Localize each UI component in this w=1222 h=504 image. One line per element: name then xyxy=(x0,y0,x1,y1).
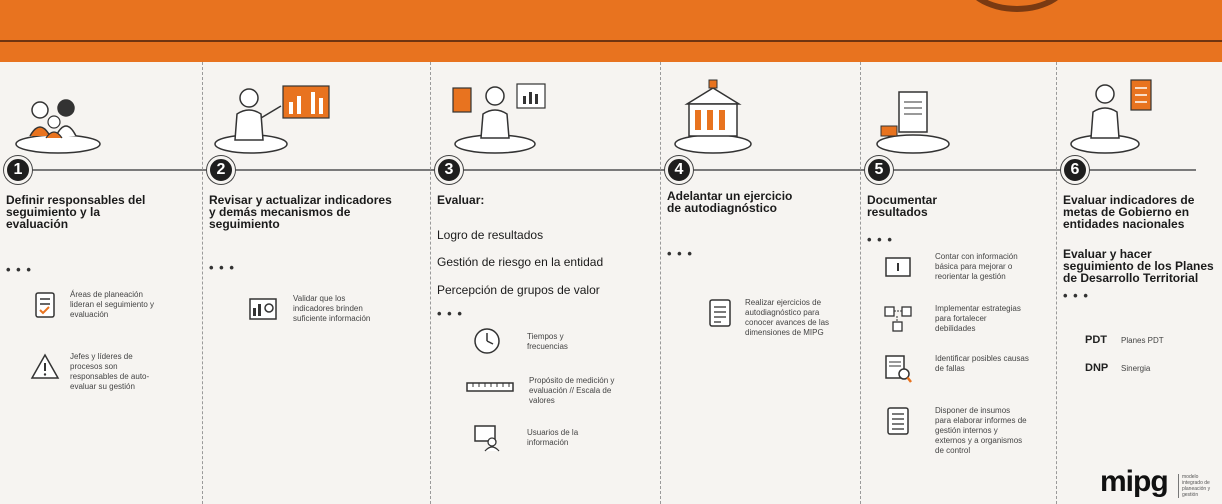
magnifier-doc-icon xyxy=(885,355,912,383)
building-illustration xyxy=(674,79,752,154)
step-6: 6 Evaluar indicadores de metas de Gobier… xyxy=(1056,62,1222,504)
item-text: Validar que los indicadores brinden sufi… xyxy=(293,294,371,323)
dots-separator: • • • xyxy=(209,260,235,275)
executive-checklist-illustration xyxy=(1070,79,1152,154)
item-text: Propósito de medición y evaluación // Es… xyxy=(529,376,615,405)
list-item: Propósito de medición y evaluación // Es… xyxy=(465,372,655,406)
list-item: Contar con información básica para mejor… xyxy=(883,252,1053,282)
ruler-icon xyxy=(466,382,514,392)
list-item: Realizar ejercicios de autodiagnóstico p… xyxy=(705,298,855,338)
abbreviation-row: PDT Planes PDT xyxy=(1085,334,1164,346)
step-subtitle: Evaluar y hacer seguimiento de los Plane… xyxy=(1063,247,1214,285)
abbreviation-value: Planes PDT xyxy=(1121,336,1164,345)
header-band xyxy=(0,0,1222,62)
step-1: 1 Definir responsables del seguimiento y… xyxy=(0,62,202,504)
list-item: Implementar estrategias para fortalecer … xyxy=(883,304,1053,334)
list-item: Disponer de insumos para elaborar inform… xyxy=(883,406,1053,456)
step-number-badge: 5 xyxy=(865,156,893,184)
dots-separator: • • • xyxy=(867,232,893,247)
evaluate-subitem: Percepción de grupos de valor xyxy=(437,283,600,297)
step-number-badge: 6 xyxy=(1061,156,1089,184)
info-board-icon xyxy=(885,257,911,277)
warning-hand-icon xyxy=(30,353,60,379)
list-item: Validar que los indicadores brinden sufi… xyxy=(243,294,423,324)
item-text: Tiempos y frecuencias xyxy=(527,332,568,351)
item-text: Implementar estrategias para fortalecer … xyxy=(935,304,1021,333)
item-text: Disponer de insumos para elaborar inform… xyxy=(935,406,1027,455)
step-number-badge: 1 xyxy=(4,156,32,184)
dots-separator: • • • xyxy=(437,306,463,321)
step-4: 4 Adelantar un ejercicio de autodiagnóst… xyxy=(660,62,860,504)
checklist-icon xyxy=(35,292,55,318)
item-text: Áreas de planeación lideran el seguimien… xyxy=(70,290,155,319)
dashboard-icon xyxy=(249,298,277,320)
mipg-logo: mipg xyxy=(1100,465,1169,498)
item-text: Contar con información básica para mejor… xyxy=(935,252,1018,281)
step-title: Evaluar indicadores de metas de Gobierno… xyxy=(1063,193,1195,231)
item-text: Realizar ejercicios de autodiagnóstico p… xyxy=(745,298,830,337)
abbreviation-key: DNP xyxy=(1085,362,1109,374)
process-timeline xyxy=(16,169,1196,171)
step-number-badge: 3 xyxy=(435,156,463,184)
form-icon xyxy=(709,299,731,327)
abbreviation-value: Sinergia xyxy=(1121,364,1151,373)
step-title: Adelantar un ejercicio de autodiagnóstic… xyxy=(667,189,793,215)
step-title: Definir responsables del seguimiento y l… xyxy=(6,193,146,231)
step-2: 2 Revisar y actualizar indicadores y dem… xyxy=(202,62,430,504)
documents-illustration xyxy=(876,91,950,154)
abbreviation-key: PDT xyxy=(1085,334,1107,346)
clock-icon xyxy=(474,328,500,354)
step-5: 5 Documentar resultados • • • Contar con… xyxy=(860,62,1056,504)
step-number-badge: 4 xyxy=(665,156,693,184)
presenter-chart-illustration xyxy=(214,85,330,154)
step-title: Documentar resultados xyxy=(867,193,938,219)
list-item: Tiempos y frecuencias xyxy=(469,326,649,356)
header-rule xyxy=(0,40,1222,42)
dots-separator: • • • xyxy=(667,246,693,261)
item-text: Usuarios de la información xyxy=(527,428,579,447)
users-screen-icon xyxy=(474,425,500,452)
analyst-screens-illustration xyxy=(452,83,546,154)
list-item: Jefes y líderes de procesos son responsa… xyxy=(30,352,190,392)
dots-separator: • • • xyxy=(1063,288,1089,303)
step-number-badge: 2 xyxy=(207,156,235,184)
list-item: Áreas de planeación lideran el seguimien… xyxy=(30,290,190,320)
step-title: Evaluar: xyxy=(437,193,485,207)
evaluate-subitem: Logro de resultados xyxy=(437,228,544,242)
dots-separator: • • • xyxy=(6,262,32,277)
evaluate-subitem: Gestión de riesgo en la entidad xyxy=(437,255,604,269)
mipg-logo-subtitle: modelo integrado de planeación y gestión xyxy=(1178,474,1218,498)
document-lines-icon xyxy=(887,407,909,435)
step-3: 3 Evaluar: Logro de resultados Gestión d… xyxy=(430,62,660,504)
list-item: Usuarios de la información xyxy=(469,422,649,452)
abbreviation-row: DNP Sinergia xyxy=(1085,362,1150,374)
list-item: Identificar posibles causas de fallas xyxy=(883,354,1053,384)
team-meeting-illustration xyxy=(15,99,101,154)
item-text: Identificar posibles causas de fallas xyxy=(935,354,1029,373)
flow-icon xyxy=(884,306,912,332)
item-text: Jefes y líderes de procesos son responsa… xyxy=(70,352,150,391)
step-title: Revisar y actualizar indicadores y demás… xyxy=(209,193,392,231)
